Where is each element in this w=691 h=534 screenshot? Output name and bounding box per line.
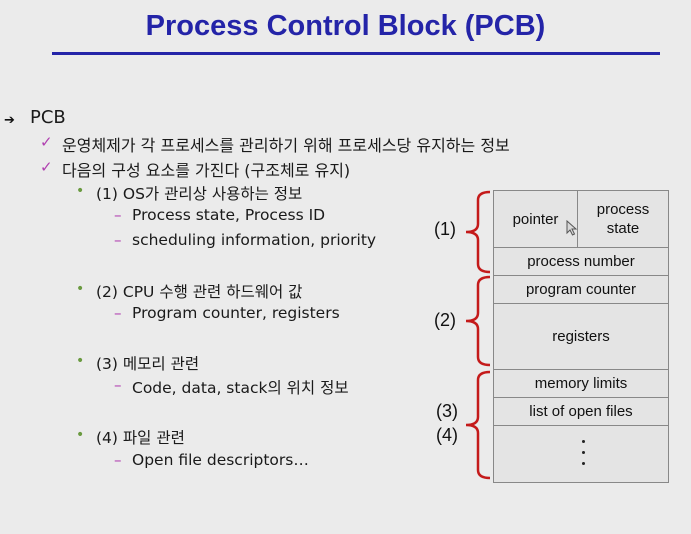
brace-group2 [465, 275, 491, 367]
pcb-open-files-label: list of open files [529, 403, 633, 420]
dash-bullet-icon: – [114, 376, 122, 394]
group4-item-a: Open file descriptors… [132, 451, 309, 469]
dash-bullet-icon: – [114, 451, 122, 469]
bullet-pcb: PCB [30, 107, 66, 128]
pcb-process-number-label: process number [527, 253, 635, 270]
pcb-diagram: pointer process state process number pro… [493, 190, 669, 483]
pcb-program-counter-cell: program counter [494, 276, 668, 304]
group-label-3: (3) [436, 401, 458, 421]
brace-group1 [465, 190, 491, 274]
group-label-2: (2) [434, 310, 456, 330]
group2-heading: (2) CPU 수행 관련 하드웨어 값 [96, 283, 303, 301]
pcb-pointer-cell: pointer [494, 191, 578, 248]
group4-heading: (4) 파일 관련 [96, 429, 185, 447]
pcb-memory-limits-cell: memory limits [494, 370, 668, 398]
pcb-process-state-label-1: process [596, 201, 650, 218]
dash-bullet-icon: – [114, 304, 122, 322]
pcb-process-state-label-2: state [606, 220, 640, 237]
pcb-pointer-label: pointer [512, 210, 559, 228]
dot-bullet-icon: • [76, 281, 85, 297]
group-label-4: (4) [436, 425, 458, 445]
title-underline [52, 52, 660, 55]
pcb-memory-limits-label: memory limits [534, 375, 628, 392]
dash-bullet-icon: – [114, 206, 122, 224]
mouse-cursor-icon [566, 220, 578, 236]
pcb-open-files-cell: list of open files [494, 398, 668, 426]
brace-group34 [465, 370, 491, 480]
bullet-components: 다음의 구성 요소를 가진다 (구조체로 유지) [62, 161, 351, 180]
group-label-1: (1) [434, 219, 456, 239]
pcb-registers-cell: registers [494, 304, 668, 370]
group3-heading: (3) 메모리 관련 [96, 355, 200, 373]
group1-item-b: scheduling information, priority [132, 231, 377, 249]
dash-bullet-icon: – [114, 231, 122, 249]
check-bullet-icon: ✓ [40, 133, 53, 151]
slide-title: Process Control Block (PCB) [145, 10, 546, 42]
group2-item-a: Program counter, registers [132, 304, 340, 322]
pcb-process-number-cell: process number [494, 248, 668, 276]
group3-item-a: Code, data, stack의 위치 정보 [132, 379, 349, 397]
pcb-program-counter-label: program counter [525, 281, 637, 298]
ellipsis-icon [582, 440, 588, 473]
group1-heading: (1) OS가 관리상 사용하는 정보 [96, 185, 303, 203]
pcb-process-state-cell: process state [578, 191, 668, 248]
dot-bullet-icon: • [76, 353, 85, 369]
check-bullet-icon: ✓ [40, 158, 53, 176]
bullet-definition: 운영체제가 각 프로세스를 관리하기 위해 프로세스당 유지하는 정보 [62, 136, 510, 155]
arrow-bullet-icon: ➔ [4, 113, 15, 128]
group1-item-a: Process state, Process ID [132, 206, 326, 224]
dot-bullet-icon: • [76, 427, 85, 443]
dot-bullet-icon: • [76, 183, 85, 199]
pcb-registers-label: registers [552, 328, 610, 345]
